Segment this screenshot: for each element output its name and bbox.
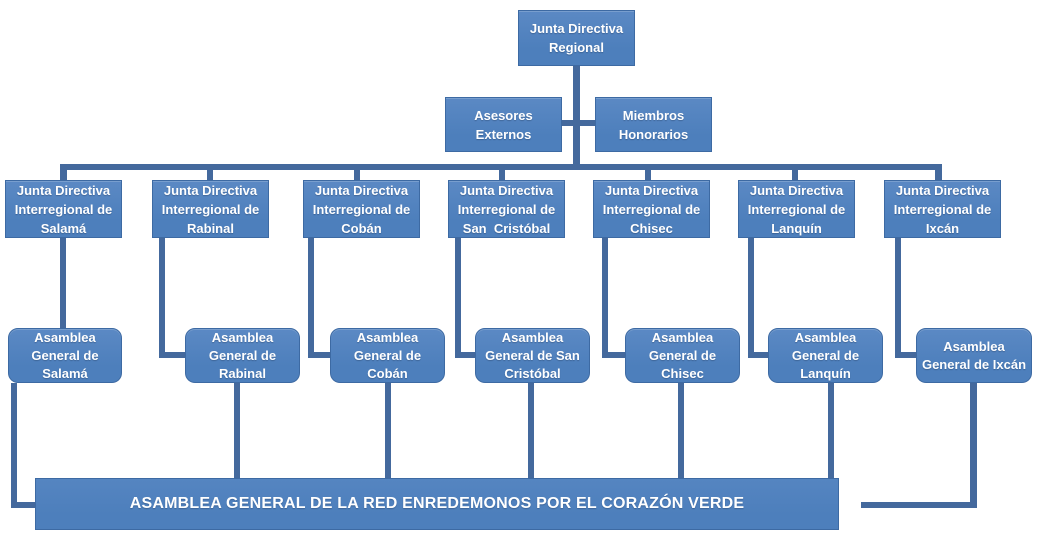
node-asamblea-lanquin: Asamblea General de Lanquín — [768, 328, 883, 383]
connector-lanquin-bottom-v — [828, 383, 834, 478]
connector-san-cristobal-bottom-v — [528, 383, 534, 478]
node-asamblea-ixcan: Asamblea General de Ixcán — [916, 328, 1032, 383]
connector-salama-bottom-h — [11, 502, 37, 508]
node-asamblea-salama: Asamblea General de Salamá — [8, 328, 122, 383]
node-junta-san-cristobal: Junta Directiva Interregional de San Cri… — [448, 180, 565, 238]
node-asamblea-coban: Asamblea General de Cobán — [330, 328, 445, 383]
connector-coban-mid-v — [308, 238, 314, 358]
node-asamblea-rabinal: Asamblea General de Rabinal — [185, 328, 300, 383]
node-miembros-honorarios: Miembros Honorarios — [595, 97, 712, 152]
connector-chisec-mid-v — [602, 238, 608, 358]
connector-rail-stub-coban — [354, 168, 360, 181]
connector-rail-left-corner — [60, 164, 67, 181]
connector-rail-stub-san-cristobal — [499, 168, 505, 181]
connector-rail — [60, 164, 942, 170]
node-junta-salama: Junta Directiva Interregional de Salamá — [5, 180, 122, 238]
connector-chisec-bottom-v — [678, 383, 684, 478]
node-junta-directiva-regional: Junta Directiva Regional — [518, 10, 635, 66]
node-junta-coban: Junta Directiva Interregional de Cobán — [303, 180, 420, 238]
connector-trunk — [573, 66, 580, 170]
connector-rabinal-bottom-v — [234, 383, 240, 478]
connector-chisec-mid-h — [602, 352, 627, 358]
connector-salama-mid-v — [60, 238, 66, 328]
connector-rail-stub-lanquin — [792, 168, 798, 181]
connector-ixcan-bottom-v — [970, 383, 977, 508]
node-junta-rabinal: Junta Directiva Interregional de Rabinal — [152, 180, 269, 238]
connector-lanquin-mid-h — [748, 352, 770, 358]
connector-rabinal-mid-v — [159, 238, 165, 358]
connector-ixcan-bottom-h — [861, 502, 977, 508]
connector-ixcan-mid-v — [895, 238, 901, 358]
connector-lanquin-mid-v — [748, 238, 754, 358]
connector-advisors-crossbar — [562, 120, 595, 126]
connector-coban-bottom-v — [385, 383, 391, 478]
connector-ixcan-mid-h — [895, 352, 918, 358]
node-asamblea-general-red: ASAMBLEA GENERAL DE LA RED ENREDEMONOS P… — [35, 478, 839, 530]
connector-rail-stub-chisec — [645, 168, 651, 181]
connector-san-cristobal-mid-h — [455, 352, 477, 358]
node-asamblea-chisec: Asamblea General de Chisec — [625, 328, 740, 383]
node-junta-lanquin: Junta Directiva Interregional de Lanquín — [738, 180, 855, 238]
connector-san-cristobal-mid-v — [455, 238, 461, 358]
connector-rabinal-mid-h — [159, 352, 187, 358]
node-asesores-externos: Asesores Externos — [445, 97, 562, 152]
node-junta-chisec: Junta Directiva Interregional de Chisec — [593, 180, 710, 238]
node-asamblea-san-cristobal: Asamblea General de San Cristóbal — [475, 328, 590, 383]
node-junta-ixcan: Junta Directiva Interregional de Ixcán — [884, 180, 1001, 238]
connector-rail-right-corner — [935, 164, 942, 181]
connector-salama-bottom-v — [11, 383, 17, 508]
connector-rail-stub-rabinal — [207, 168, 213, 181]
connector-coban-mid-h — [308, 352, 332, 358]
